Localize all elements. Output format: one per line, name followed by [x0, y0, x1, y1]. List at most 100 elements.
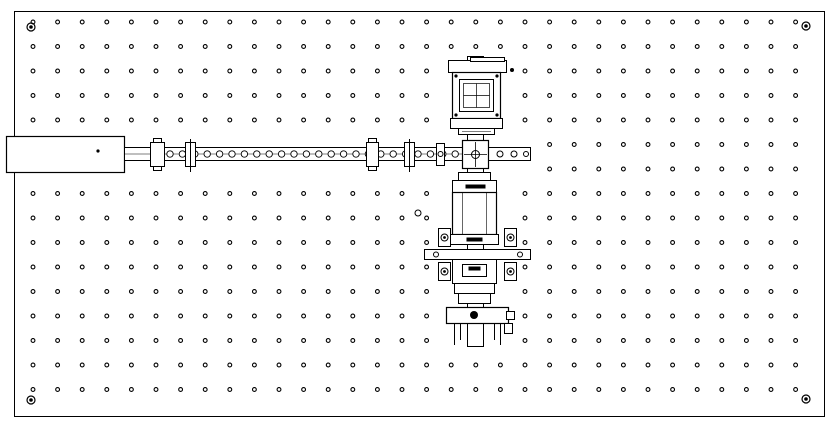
breadboard-hole	[793, 117, 799, 123]
breadboard-hole	[768, 215, 774, 221]
breadboard-hole	[793, 289, 799, 294]
breadboard-hole	[743, 289, 749, 294]
breadboard-hole	[793, 19, 799, 25]
breadboard-hole	[325, 68, 331, 74]
breadboard-hole	[104, 93, 110, 98]
breadboard-hole	[620, 338, 626, 343]
breadboard-hole	[178, 191, 184, 196]
breadboard-hole	[793, 215, 799, 221]
breadboard-hole	[719, 387, 725, 392]
breadboard-hole	[227, 313, 233, 319]
breadboard-hole	[374, 289, 380, 294]
breadboard-hole	[128, 44, 134, 49]
breadboard-hole	[670, 142, 676, 147]
breadboard-hole	[350, 289, 356, 294]
rail-hole	[277, 150, 286, 158]
breadboard-hole	[694, 44, 700, 49]
breadboard-hole	[768, 93, 774, 98]
breadboard-hole	[374, 362, 380, 368]
breadboard-hole	[547, 117, 553, 123]
breadboard-hole	[547, 264, 553, 270]
breadboard-hole	[153, 215, 159, 221]
breadboard-hole	[743, 264, 749, 270]
breadboard-hole	[128, 68, 134, 74]
clamp-upper-right	[504, 228, 517, 247]
corner-mount-hole	[801, 21, 811, 31]
breadboard-hole	[251, 68, 257, 74]
breadboard-hole	[424, 68, 430, 74]
breadboard-hole	[374, 387, 380, 392]
breadboard-hole	[30, 264, 36, 270]
breadboard-hole	[79, 362, 85, 368]
breadboard-hole	[227, 264, 233, 270]
breadboard-hole	[719, 93, 725, 98]
breadboard-hole	[79, 240, 85, 245]
breadboard-hole	[424, 215, 430, 221]
breadboard-hole	[694, 166, 700, 172]
breadboard-hole	[596, 93, 602, 98]
breadboard-hole	[55, 68, 61, 74]
breadboard-hole	[793, 44, 799, 49]
breadboard-hole	[153, 313, 159, 319]
breadboard-hole	[227, 387, 233, 392]
breadboard-hole	[350, 313, 356, 319]
breadboard-hole	[55, 117, 61, 123]
breadboard-hole	[79, 191, 85, 196]
breadboard-hole	[301, 387, 307, 392]
breadboard-hole	[301, 215, 307, 221]
breadboard-hole	[719, 142, 725, 147]
breadboard-hole	[374, 117, 380, 123]
breadboard-hole	[670, 68, 676, 74]
breadboard-hole	[768, 387, 774, 392]
hole-grid	[30, 19, 799, 392]
breadboard-hole	[645, 338, 651, 343]
breadboard-hole	[571, 215, 577, 221]
breadboard-hole	[596, 264, 602, 270]
breadboard-hole	[670, 338, 676, 343]
breadboard-hole	[768, 338, 774, 343]
breadboard-hole	[399, 313, 405, 319]
breadboard-hole	[670, 93, 676, 98]
corner-mount-hole	[26, 395, 36, 405]
rail-hole	[166, 150, 174, 158]
corner-mount-hole	[801, 394, 811, 404]
breadboard-hole	[719, 240, 725, 245]
breadboard-hole	[178, 117, 184, 123]
rail-hole	[389, 150, 397, 158]
breadboard-hole	[670, 166, 676, 172]
breadboard-hole	[325, 387, 331, 392]
breadboard-hole	[227, 289, 233, 294]
breadboard-hole	[178, 313, 184, 319]
breadboard-hole	[325, 93, 331, 98]
breadboard-hole	[645, 93, 651, 98]
breadboard-hole	[178, 289, 184, 294]
breadboard-hole	[104, 264, 110, 270]
breadboard-hole	[276, 191, 282, 196]
breadboard-hole	[571, 362, 577, 368]
breadboard-hole	[301, 68, 307, 74]
breadboard-hole	[30, 289, 36, 294]
breadboard-hole	[153, 362, 159, 368]
breadboard-hole	[694, 93, 700, 98]
rail-hole	[178, 150, 187, 158]
breadboard-hole	[399, 44, 405, 49]
breadboard-hole	[547, 313, 553, 319]
breadboard-hole	[350, 117, 356, 123]
breadboard-hole	[522, 93, 528, 98]
breadboard-hole	[571, 142, 577, 147]
breadboard-hole	[645, 68, 651, 74]
breadboard-hole	[793, 93, 799, 98]
clamp-upper-left	[438, 228, 451, 247]
breadboard-hole	[497, 44, 503, 49]
breadboard-hole	[79, 44, 85, 49]
breadboard-hole	[793, 313, 799, 319]
breadboard-hole	[645, 166, 651, 172]
breadboard-hole	[547, 387, 553, 392]
breadboard-hole	[79, 289, 85, 294]
breadboard-hole	[719, 264, 725, 270]
breadboard-hole	[424, 387, 430, 392]
breadboard-hole	[55, 289, 61, 294]
breadboard-hole	[768, 166, 774, 172]
breadboard-hole	[670, 44, 676, 49]
